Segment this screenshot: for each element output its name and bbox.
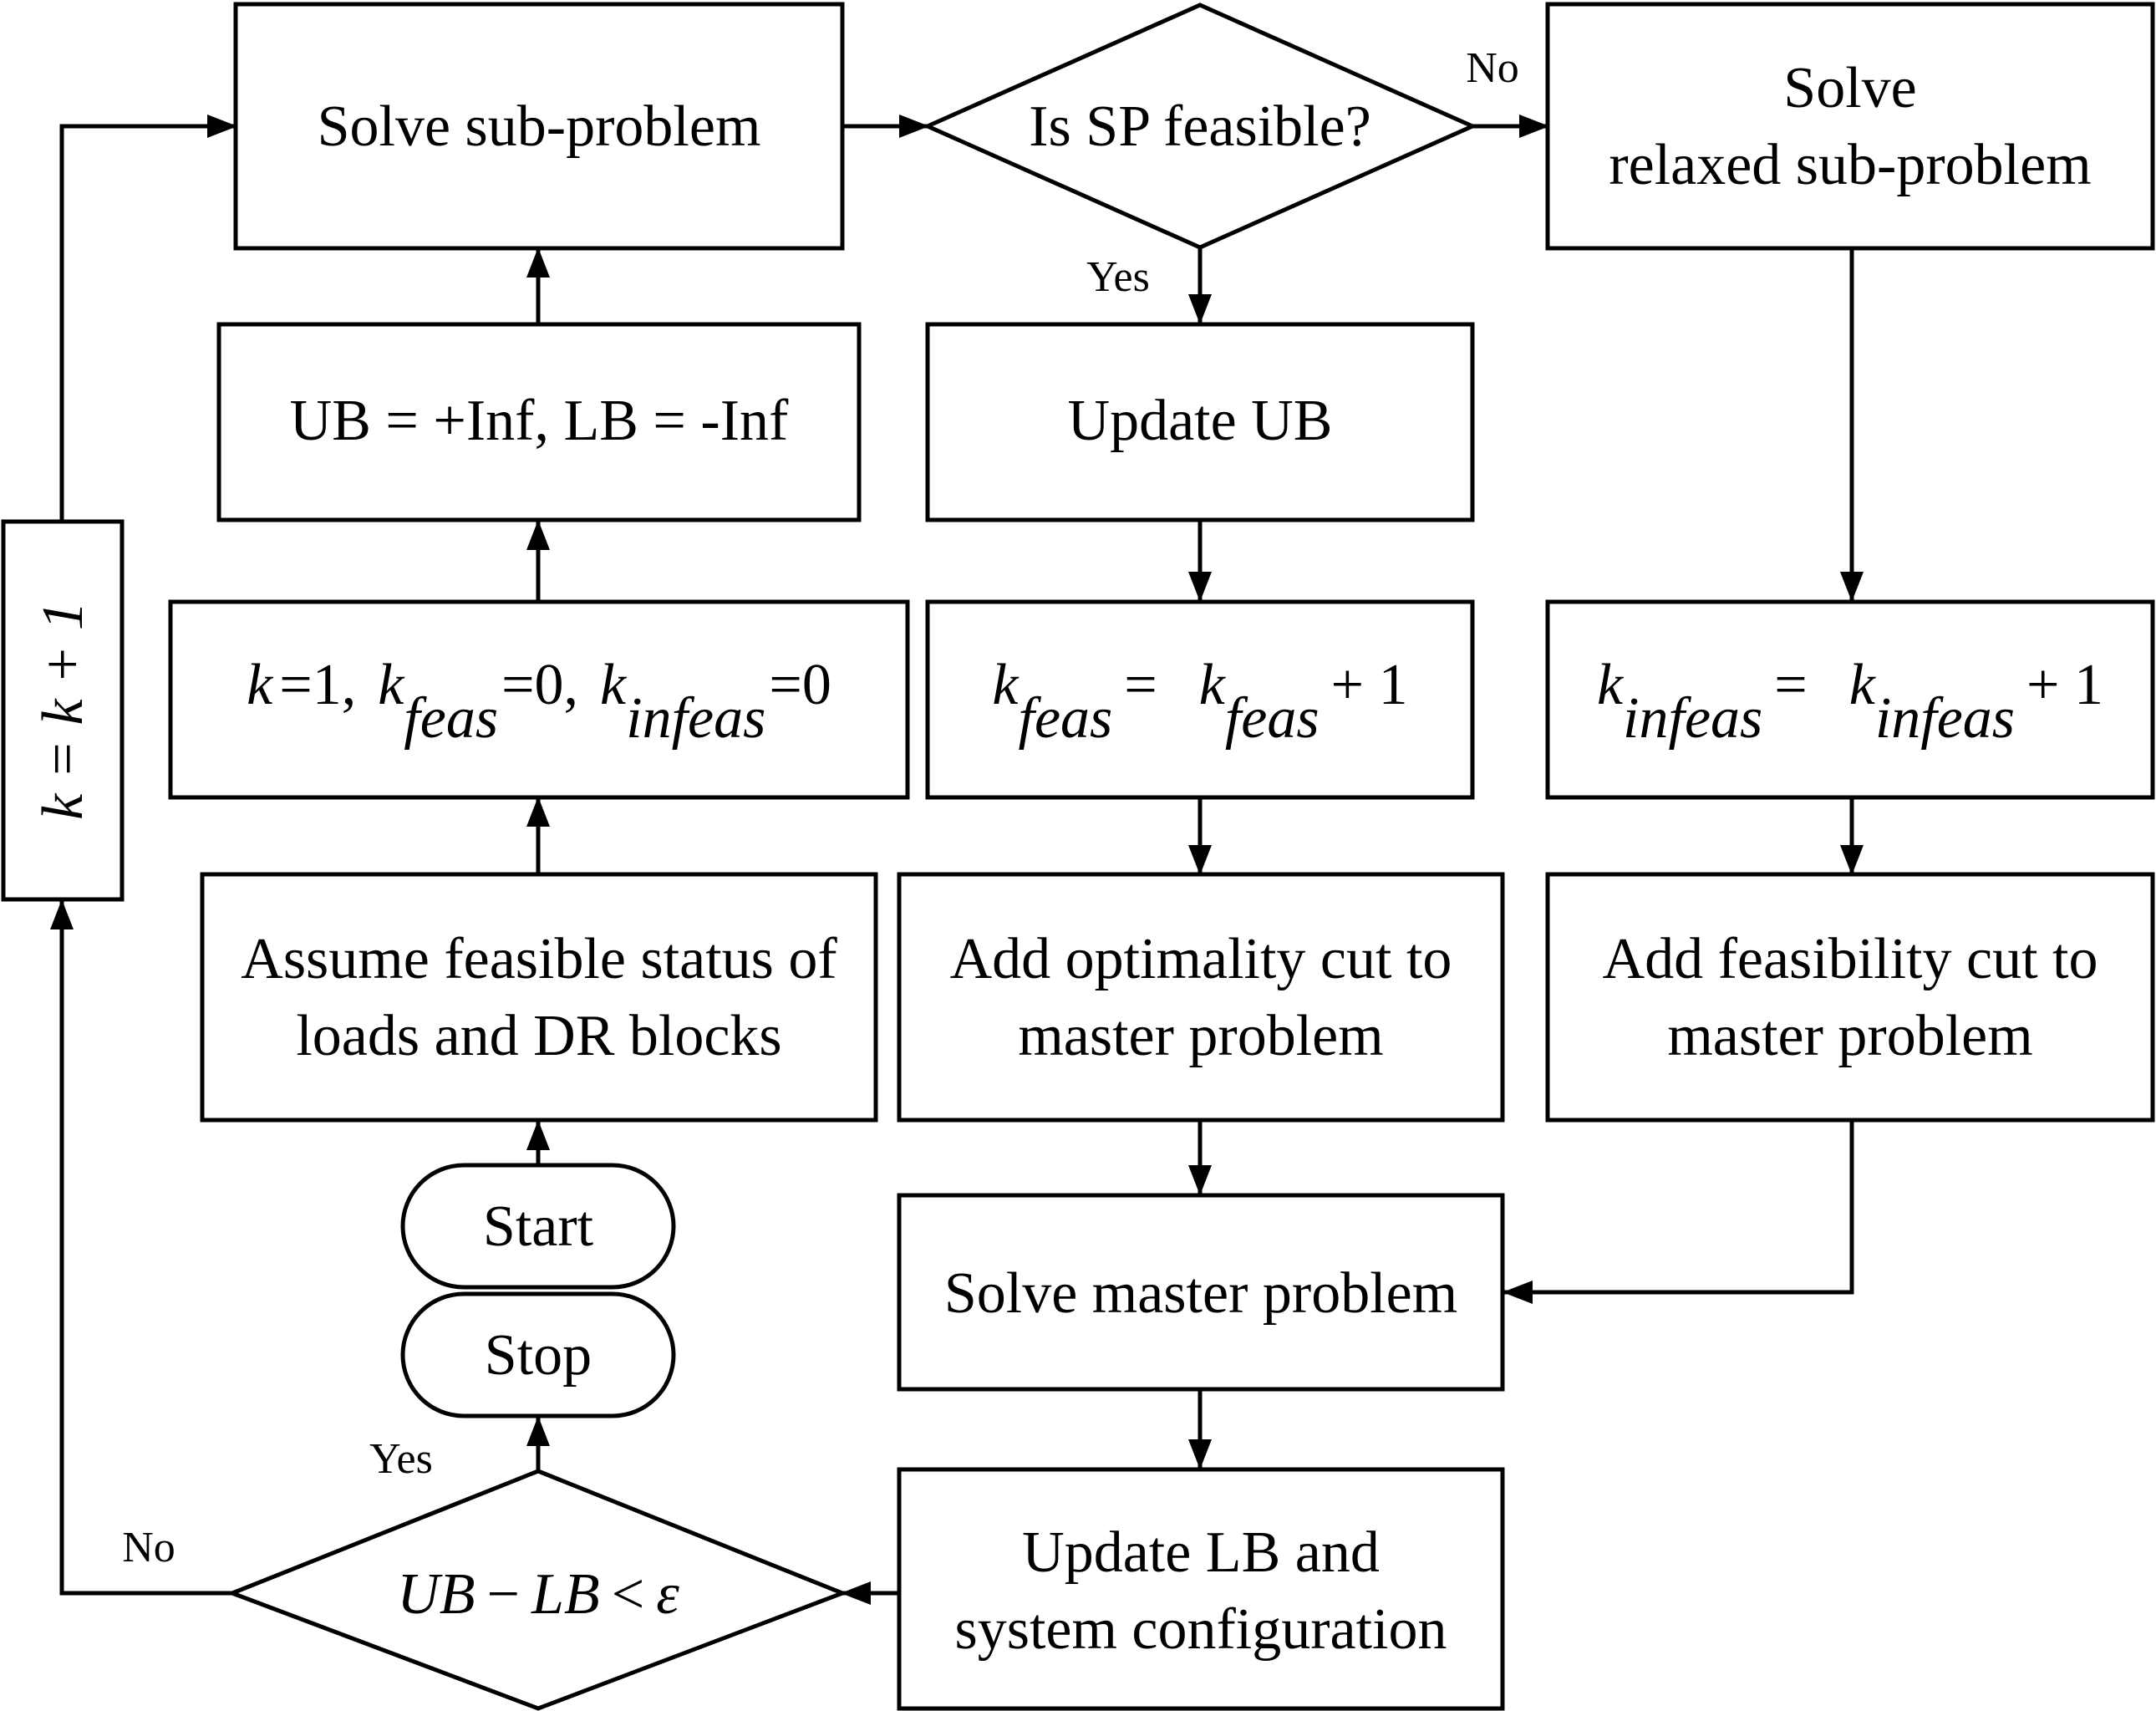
- node-stop: Stop: [400, 1291, 676, 1418]
- label-check-yes: Yes: [369, 1435, 433, 1483]
- svg-text:system configuration: system configuration: [954, 1597, 1447, 1662]
- label-sp-no: No: [1466, 44, 1519, 92]
- node-kfeas-update: kfeas=kfeas+ 1: [925, 599, 1475, 800]
- node-assume-feasible: Assume feasible status of loads and DR b…: [200, 872, 878, 1123]
- convergence-formula: UB−LB<ε: [397, 1562, 679, 1627]
- svg-text:relaxed sub-problem: relaxed sub-problem: [1609, 133, 2091, 197]
- svg-text:Add optimality cut to: Add optimality cut to: [950, 927, 1452, 991]
- svg-text:Solve: Solve: [1783, 56, 1916, 120]
- edge-check-no: [50, 899, 232, 1596]
- svg-text:Update LB and: Update LB and: [1022, 1520, 1380, 1585]
- svg-text:Stop: Stop: [485, 1323, 592, 1388]
- node-is-sp-feasible: Is SP feasible?: [922, 3, 1478, 250]
- edge-increment-to-solve: [59, 115, 237, 522]
- node-update-ub: Update UB: [925, 322, 1475, 522]
- kinfeas-formula: kinfeas=kinfeas+ 1: [1597, 653, 2103, 751]
- node-increment-k: k = k + 1: [1, 519, 125, 902]
- svg-text:master problem: master problem: [1018, 1004, 1383, 1068]
- svg-text:loads and DR blocks: loads and DR blocks: [296, 1004, 781, 1068]
- svg-text:Assume feasible status of: Assume feasible status of: [241, 927, 837, 991]
- node-start: Start: [400, 1163, 676, 1290]
- label-sp-yes: Yes: [1086, 253, 1150, 301]
- edges: [50, 115, 1864, 1605]
- svg-text:Start: Start: [483, 1194, 594, 1259]
- node-convergence-check: UB−LB<ε: [226, 1469, 848, 1711]
- node-feasibility-cut: Add feasibility cut to master problem: [1545, 872, 2155, 1123]
- svg-text:k = k + 1: k = k + 1: [31, 601, 95, 820]
- svg-text:master problem: master problem: [1667, 1004, 2032, 1068]
- edge-feascut-to-master: [1503, 1120, 1854, 1304]
- kfeas-formula: kfeas=kfeas+ 1: [992, 653, 1407, 751]
- svg-text:Update UB: Update UB: [1068, 389, 1333, 453]
- label-check-no: No: [122, 1524, 175, 1571]
- node-update-lb: Update LB and system configuration: [897, 1467, 1505, 1711]
- node-solve-relaxed: Solve relaxed sub-problem: [1545, 2, 2155, 251]
- node-optimality-cut: Add optimality cut to master problem: [897, 872, 1505, 1123]
- node-kinfeas-update: kinfeas=kinfeas+ 1: [1545, 599, 2155, 800]
- svg-text:UB = +Inf, LB = -Inf: UB = +Inf, LB = -Inf: [290, 389, 789, 453]
- node-solve-master: Solve master problem: [897, 1193, 1505, 1392]
- svg-text:Solve sub-problem: Solve sub-problem: [318, 94, 761, 159]
- node-init-counters: k=1,kfeas=0,kinfeas=0: [168, 599, 910, 800]
- svg-text:Add feasibility cut to: Add feasibility cut to: [1603, 927, 2098, 991]
- node-init-bounds: UB = +Inf, LB = -Inf: [216, 322, 862, 522]
- init-counters-formula: k=1,kfeas=0,kinfeas=0: [247, 653, 831, 751]
- svg-text:Is SP feasible?: Is SP feasible?: [1029, 94, 1371, 159]
- svg-text:Solve master problem: Solve master problem: [944, 1261, 1457, 1326]
- node-solve-subproblem: Solve sub-problem: [233, 2, 845, 251]
